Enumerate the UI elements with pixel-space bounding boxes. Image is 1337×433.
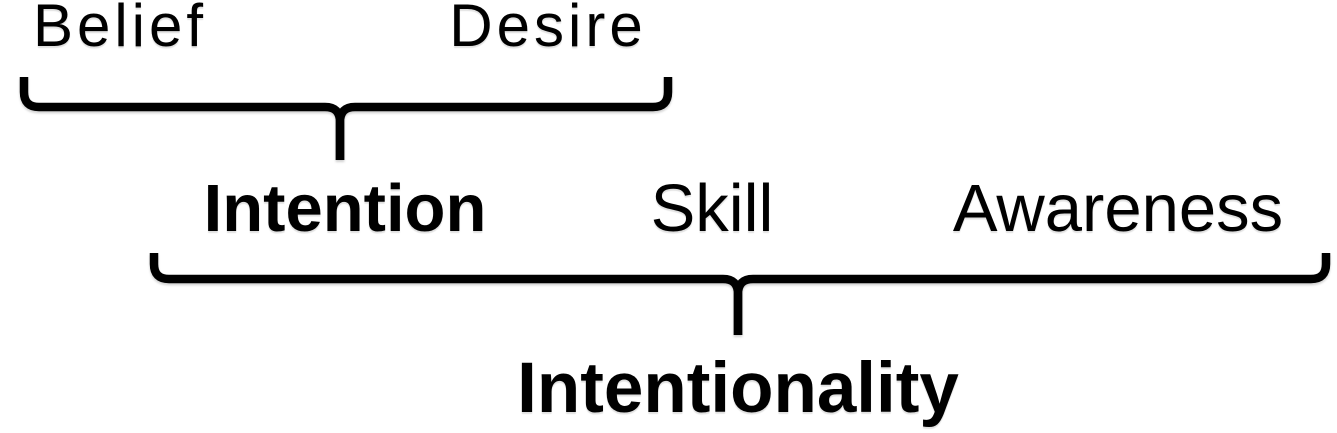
- curly-brace-lower-right-half: [733, 253, 1331, 335]
- curly-brace-upper-left-half: [19, 77, 345, 160]
- curly-brace-lower-left-half: [149, 253, 743, 335]
- label-intention: Intention: [203, 171, 487, 246]
- curly-brace-upper: [19, 77, 673, 160]
- label-awareness: Awareness: [952, 171, 1284, 246]
- curly-brace-upper-right-half: [335, 77, 673, 160]
- label-skill: Skill: [650, 171, 774, 246]
- label-intentionality: Intentionality: [517, 349, 959, 428]
- curly-brace-lower: [149, 253, 1331, 335]
- label-belief: Belief: [32, 0, 208, 59]
- label-desire: Desire: [449, 0, 647, 59]
